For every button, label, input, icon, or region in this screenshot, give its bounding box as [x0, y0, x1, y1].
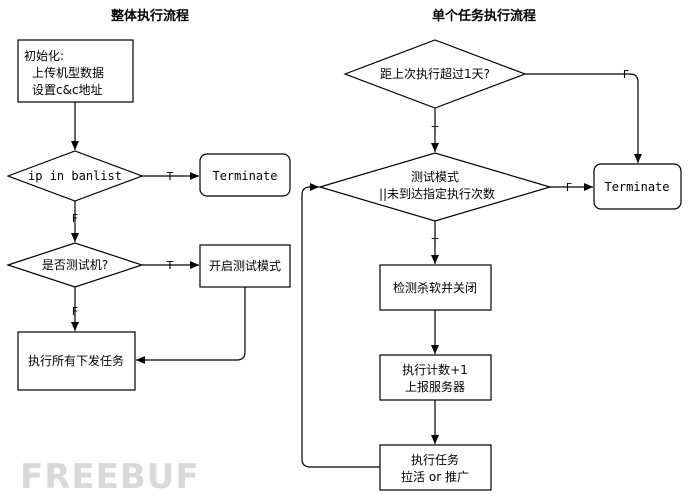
edge-enable-to-run-tasks	[136, 287, 246, 364]
terminate-left-label: Terminate	[212, 169, 277, 183]
run-tasks-box	[17, 331, 136, 391]
edge-task-loop-back	[301, 183, 380, 468]
terminate-right	[593, 163, 682, 210]
mode-check-line-1: 测试模式	[411, 169, 459, 184]
init-box	[17, 39, 134, 103]
enable-test-mode-box	[199, 244, 291, 288]
terminate-right-label: Terminate	[604, 180, 669, 194]
run-tasks-label: 执行所有下发任务	[28, 353, 124, 368]
edge-days-to-terminate	[525, 73, 642, 163]
init-line-3: 设置c&c地址	[32, 83, 103, 97]
terminate-left	[199, 153, 291, 197]
init-line-2: 上传机型数据	[32, 65, 104, 80]
edge-label-test-machine-false: F	[72, 305, 78, 318]
edge-label-banlist-true: T	[166, 170, 174, 183]
mode-check-line-2: ||未到达指定执行次数	[379, 186, 495, 201]
right-flow-title: 单个任务执行流程	[432, 8, 536, 24]
edge-label-mode-true: T	[431, 236, 439, 249]
init-line-1: 初始化:	[24, 49, 64, 63]
edge-label-test-machine-true: T	[166, 259, 174, 272]
task-line-1: 执行任务	[411, 452, 459, 467]
edge-label-days-true: T	[431, 124, 439, 137]
enable-test-mode-label: 开启测试模式	[209, 258, 281, 273]
task-box	[379, 444, 492, 491]
test-machine-decision-label: 是否测试机?	[42, 257, 108, 272]
edge-label-banlist-false: F	[72, 212, 78, 225]
watermark: FREEBUF	[20, 457, 200, 497]
count-line-1: 执行计数+1	[402, 362, 468, 377]
left-flow-title: 整体执行流程	[110, 8, 189, 24]
days-check-label: 距上次执行超过1天?	[380, 66, 490, 81]
kill-av-label: 检测杀软并关闭	[393, 280, 477, 295]
edge-label-mode-false: F	[566, 181, 572, 194]
task-line-2: 拉活 or 推广	[401, 469, 469, 484]
count-line-2: 上报服务器	[405, 379, 465, 394]
count-box	[379, 354, 492, 401]
banlist-decision-label: ip in banlist	[28, 169, 122, 183]
edge-label-days-false: F	[623, 68, 629, 81]
